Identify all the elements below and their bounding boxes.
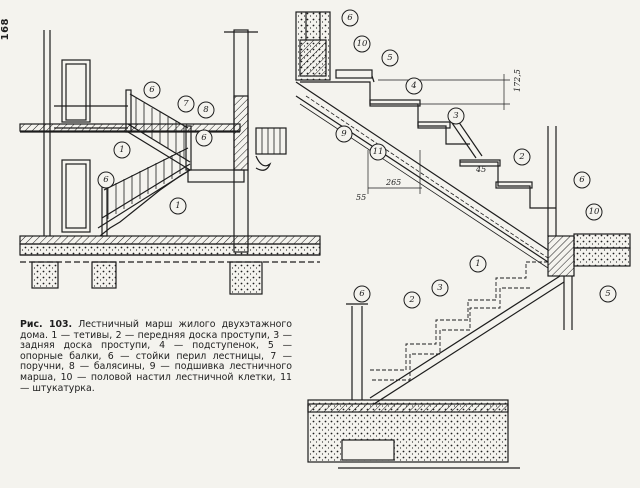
svg-text:3: 3 [453,111,458,121]
caption-text: Лестничный марш жилого двухэтажного дома… [20,319,292,394]
dimension-tread: 265 [385,178,401,187]
callout-6-left-lower: 6 [97,171,115,189]
callout-6-left-mid: 6 [195,129,213,147]
stair-detail-upper [295,11,631,330]
callout-5-right: 5 [599,285,617,303]
callout-3-top: 3 [447,107,465,125]
callout-5-top: 5 [381,49,399,67]
callout-7: 7 [177,95,195,113]
svg-text:5: 5 [605,289,610,299]
callout-2-top: 2 [513,148,531,166]
callout-4: 4 [405,77,423,95]
callout-8: 8 [197,101,215,119]
callout-6-top: 6 [341,9,359,27]
callout-1-lower: 1 [469,255,487,273]
svg-text:6: 6 [201,133,207,143]
svg-text:7: 7 [183,99,189,109]
callout-1-left-upper: 1 [113,141,131,159]
caption-lead: Рис. 103. [20,319,73,330]
dimension-small2: 45 [475,165,486,174]
callout-group: 6 10 5 4 3 9 11 2 6 10 5 1 6 2 3 6 7 8 6… [97,9,617,309]
callout-3-lower: 3 [431,279,449,297]
callout-9: 9 [335,125,353,143]
callout-1-left-lower: 1 [169,197,187,215]
svg-text:6: 6 [359,289,365,299]
callout-6-lower: 6 [353,285,371,303]
svg-text:2: 2 [408,295,414,305]
callout-10-top: 10 [353,35,371,53]
svg-text:6: 6 [347,13,353,23]
dimension-rise: 172,5 [513,69,522,92]
svg-text:8: 8 [203,105,209,115]
svg-text:3: 3 [437,283,442,293]
callout-6-right: 6 [573,171,591,189]
callout-2-lower: 2 [403,291,421,309]
svg-text:10: 10 [357,39,368,49]
svg-text:9: 9 [341,129,347,139]
stair-detail-lower [307,261,565,469]
svg-text:1: 1 [175,201,180,211]
svg-text:6: 6 [579,175,585,185]
callout-6-left-upper: 6 [143,81,161,99]
svg-text:1: 1 [475,259,480,269]
callout-10-right: 10 [585,203,603,221]
svg-text:6: 6 [149,85,155,95]
svg-text:4: 4 [410,81,416,91]
house-section [19,29,321,295]
callout-11: 11 [369,143,387,161]
svg-text:5: 5 [387,53,392,63]
dimension-small: 55 [356,193,366,202]
svg-text:1: 1 [119,145,124,155]
figure-caption: Рис. 103. Лестничный марш жилого двухэта… [20,319,292,394]
svg-text:2: 2 [518,152,524,162]
svg-text:6: 6 [103,175,109,185]
svg-text:11: 11 [373,147,384,157]
svg-text:10: 10 [589,207,600,217]
